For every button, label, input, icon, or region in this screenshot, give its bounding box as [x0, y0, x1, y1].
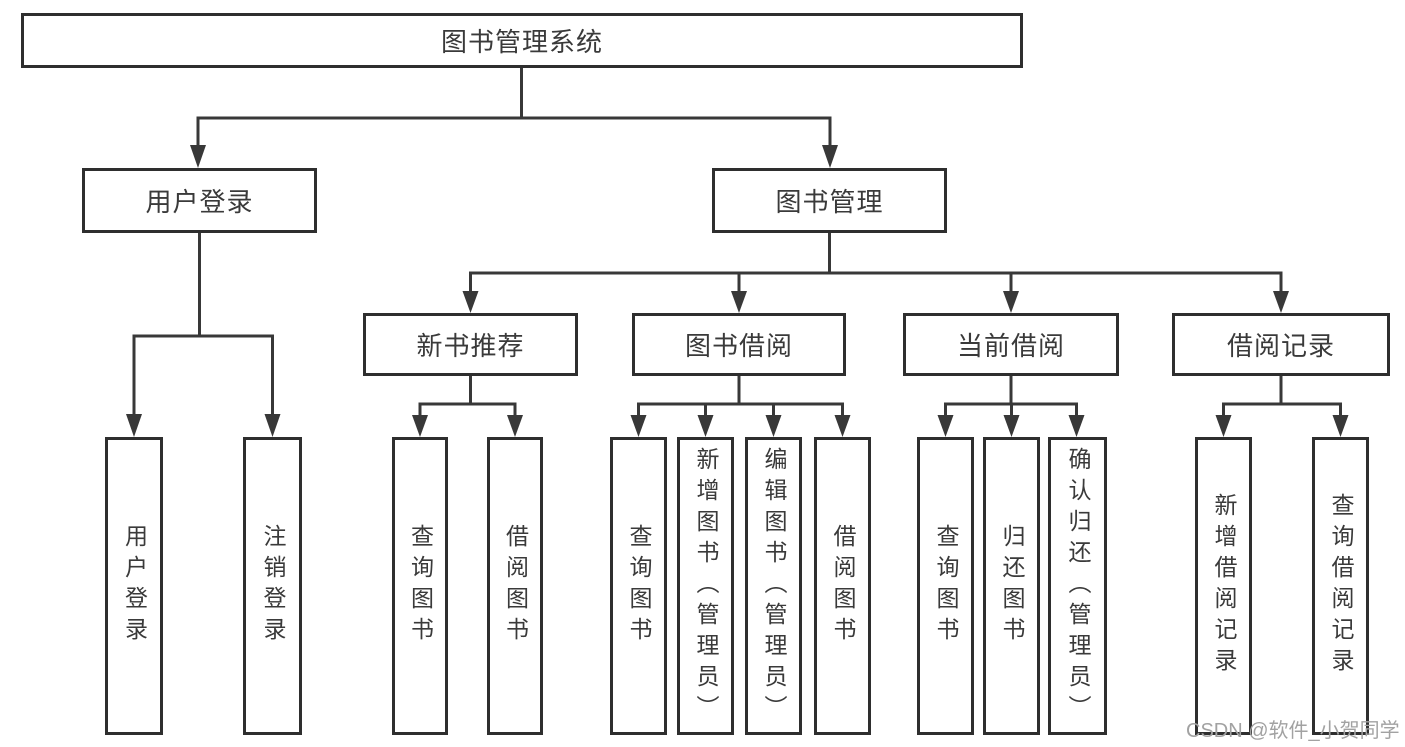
node-leaf-borrow-book: 借阅图书 — [814, 437, 871, 735]
connector-user-login-branch — [126, 233, 281, 437]
connector-borrow-records-branch — [1215, 376, 1349, 437]
node-leaf-confirm-return-admin: 确认归还（管理员） — [1048, 437, 1107, 735]
node-leaf-current-query-book: 查询图书 — [917, 437, 974, 735]
csdn-watermark: CSDN @软件_小贺同学 — [1186, 720, 1400, 742]
node-leaf-logout: 注销登录 — [243, 437, 302, 735]
connector-book-mgmt-branch — [462, 233, 1289, 313]
node-leaf-recommend-query-book: 查询图书 — [392, 437, 448, 735]
node-root-system: 图书管理系统 — [21, 13, 1023, 68]
node-book-borrow: 图书借阅 — [632, 313, 846, 376]
connector-current-borrow-branch — [937, 376, 1085, 437]
node-new-book-recommend: 新书推荐 — [363, 313, 578, 376]
connector-root-branch — [190, 68, 838, 168]
node-leaf-return-book: 归还图书 — [983, 437, 1040, 735]
connector-new-book-rec-branch — [412, 376, 523, 437]
node-leaf-edit-book-admin: 编辑图书（管理员） — [745, 437, 802, 735]
node-borrow-records: 借阅记录 — [1172, 313, 1390, 376]
node-leaf-user-login: 用户登录 — [105, 437, 163, 735]
node-leaf-borrow-query-book: 查询图书 — [610, 437, 667, 735]
node-leaf-query-borrow-record: 查询借阅记录 — [1312, 437, 1369, 735]
node-leaf-recommend-borrow-book: 借阅图书 — [487, 437, 543, 735]
connector-book-borrow-branch — [630, 376, 851, 437]
node-current-borrow: 当前借阅 — [903, 313, 1119, 376]
node-book-management: 图书管理 — [712, 168, 947, 233]
node-user-login: 用户登录 — [82, 168, 317, 233]
node-leaf-add-book-admin: 新增图书（管理员） — [677, 437, 734, 735]
node-leaf-add-borrow-record: 新增借阅记录 — [1195, 437, 1252, 735]
